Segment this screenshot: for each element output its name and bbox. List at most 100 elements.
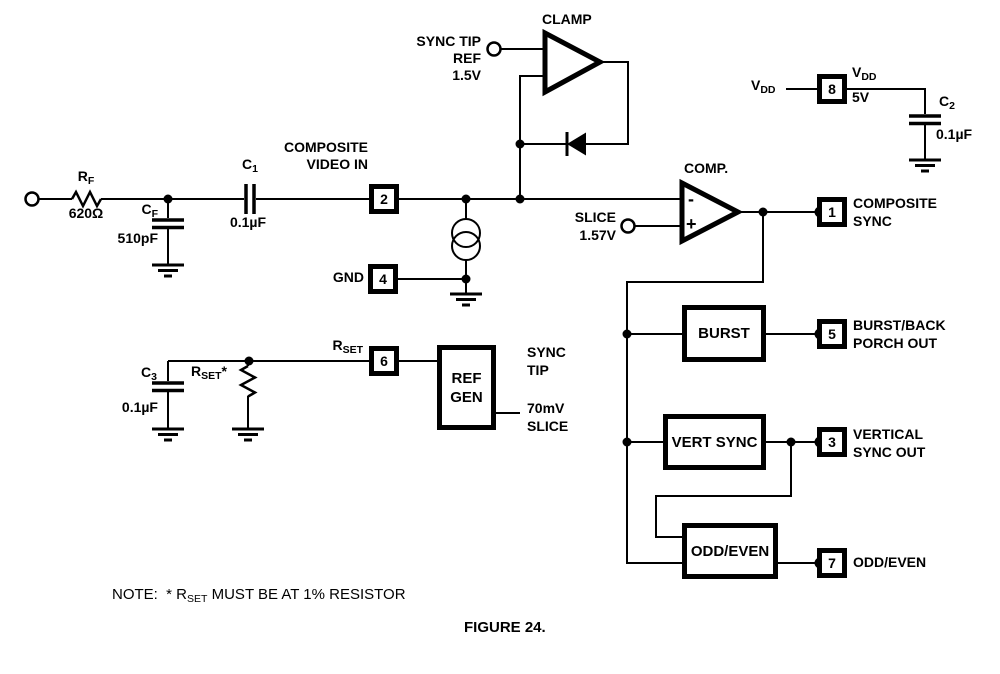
- vdd-in-sym: V: [751, 77, 761, 93]
- video-input-terminal: [24, 191, 40, 207]
- pin5-line1: BURST/BACK: [853, 317, 946, 333]
- slice-label: SLICE 1.57V: [536, 208, 616, 244]
- sync-tip-out-label: SYNC TIP: [527, 343, 566, 379]
- odd-even-block: ODD/EVEN: [682, 523, 778, 579]
- comparator-symbol: [679, 178, 744, 246]
- cf-sym: C: [141, 201, 152, 217]
- c2-sub: 2: [949, 100, 955, 112]
- slice-70mv-line1: 70mV: [527, 400, 565, 416]
- rset-ext-star: *: [221, 363, 227, 379]
- pin-box-6: 6: [369, 346, 399, 376]
- c3-value: 0.1µF: [121, 399, 158, 415]
- c1-label: C1: [234, 156, 266, 178]
- pin7-label: ODD/EVEN: [853, 554, 927, 570]
- ref-gen-line2: GEN: [450, 388, 483, 406]
- pin5-label: BURST/BACK PORCH OUT: [853, 316, 946, 352]
- rf-resistor-symbol: [70, 189, 103, 209]
- pin1-line1: COMPOSITE: [853, 195, 938, 211]
- ref-gen-line1: REF: [451, 369, 482, 387]
- pin3-label: VERTICAL SYNC OUT: [853, 425, 925, 461]
- comparator-minus-sign: -: [688, 189, 694, 209]
- note-text: NOTE: * RSET MUST BE AT 1% RESISTOR: [112, 586, 406, 605]
- pin-box-7: 7: [817, 548, 847, 578]
- ground-symbols: [152, 158, 941, 442]
- vdd-in-label: VDD: [751, 77, 776, 99]
- vdd-in-sub: DD: [760, 84, 776, 96]
- rset-pin-sub: SET: [342, 344, 363, 356]
- c1-value: 0.1µF: [229, 214, 267, 230]
- rf-label: RF: [70, 168, 102, 190]
- rset-ext-sub: SET: [201, 370, 222, 382]
- rf-sub: F: [87, 175, 95, 187]
- rset-ext-label: RSET*: [191, 363, 227, 385]
- c1-capacitor-symbol: [244, 184, 256, 214]
- sync-tip-ref-line3: 1.5V: [452, 67, 481, 83]
- slice-line2: 1.57V: [579, 227, 616, 243]
- comparator-plus-sign: +: [686, 214, 697, 234]
- cf-value: 510pF: [117, 230, 158, 246]
- c3-sym: C: [141, 364, 152, 380]
- c3-capacitor-symbol: [152, 381, 184, 393]
- wires: [38, 48, 926, 564]
- rf-sym: R: [77, 168, 88, 184]
- note-sub: SET: [187, 593, 208, 605]
- cf-capacitor-symbol: [152, 218, 184, 230]
- c1-sym: C: [242, 156, 253, 172]
- vdd-pin-sub: DD: [861, 71, 877, 83]
- rset-pin-label: RSET: [313, 337, 363, 359]
- rf-value: 620Ω: [68, 205, 104, 221]
- figure-caption: FIGURE 24.: [464, 619, 546, 636]
- c2-capacitor-symbol: [909, 114, 941, 126]
- vdd-pin-sym: V: [852, 64, 862, 80]
- pin3-line2: SYNC OUT: [853, 444, 926, 460]
- current-source-symbol: [451, 218, 481, 261]
- note-suffix: MUST BE AT 1% RESISTOR: [207, 586, 406, 603]
- pin-box-8: 8: [817, 74, 847, 104]
- c3-sub: 3: [151, 371, 157, 383]
- gnd-label: GND: [332, 269, 364, 285]
- pin1-label: COMPOSITE SYNC: [853, 194, 937, 230]
- rset-pin-sym: R: [332, 337, 343, 353]
- sync-tip-out-line1: SYNC: [527, 344, 566, 360]
- pin3-line1: VERTICAL: [853, 426, 923, 442]
- c1-sub: 1: [252, 163, 258, 175]
- pin-box-3: 3: [817, 427, 847, 457]
- pin1-line2: SYNC: [853, 213, 892, 229]
- burst-block: BURST: [682, 305, 766, 362]
- slice-70mv-label: 70mV SLICE: [527, 399, 568, 435]
- ref-gen-block: REF GEN: [437, 345, 496, 430]
- cf-sub: F: [151, 208, 158, 220]
- video-in-line1: COMPOSITE: [283, 139, 368, 155]
- slice-terminal: [620, 218, 636, 234]
- vdd-5v-label: 5V: [852, 89, 870, 105]
- pin-box-1: 1: [817, 197, 847, 227]
- clamp-diode-symbol: [565, 132, 586, 156]
- sync-tip-out-line2: TIP: [527, 362, 549, 378]
- pin5-line2: PORCH OUT: [853, 335, 937, 351]
- slice-line1: SLICE: [574, 209, 616, 225]
- sync-tip-ref-line1: SYNC TIP: [416, 33, 481, 49]
- pin-box-2: 2: [369, 184, 399, 214]
- pin-box-4: 4: [368, 264, 398, 294]
- sync-tip-ref-terminal: [486, 41, 502, 57]
- vdd-pin-label: VDD: [852, 64, 877, 86]
- sync-tip-ref-label: SYNC TIP REF 1.5V: [391, 33, 481, 84]
- vert-sync-block: VERT SYNC: [663, 414, 766, 470]
- pin-box-5: 5: [817, 319, 847, 349]
- rset-resistor-symbol: [238, 364, 258, 398]
- clamp-amp-symbol: [542, 28, 606, 97]
- c3-label: C3: [117, 364, 157, 386]
- comparator-title: COMP.: [684, 160, 729, 176]
- clamp-title: CLAMP: [542, 11, 592, 27]
- rset-ext-sym: R: [191, 363, 202, 379]
- video-in-line2: VIDEO IN: [306, 156, 368, 172]
- c2-value: 0.1µF: [936, 126, 973, 142]
- c2-sym: C: [939, 93, 950, 109]
- composite-video-in-label: COMPOSITE VIDEO IN: [278, 139, 368, 173]
- note-prefix: NOTE: * R: [112, 586, 188, 603]
- cf-label: CF: [118, 201, 158, 223]
- c2-label: C2: [939, 93, 955, 115]
- sync-tip-ref-line2: REF: [453, 50, 481, 66]
